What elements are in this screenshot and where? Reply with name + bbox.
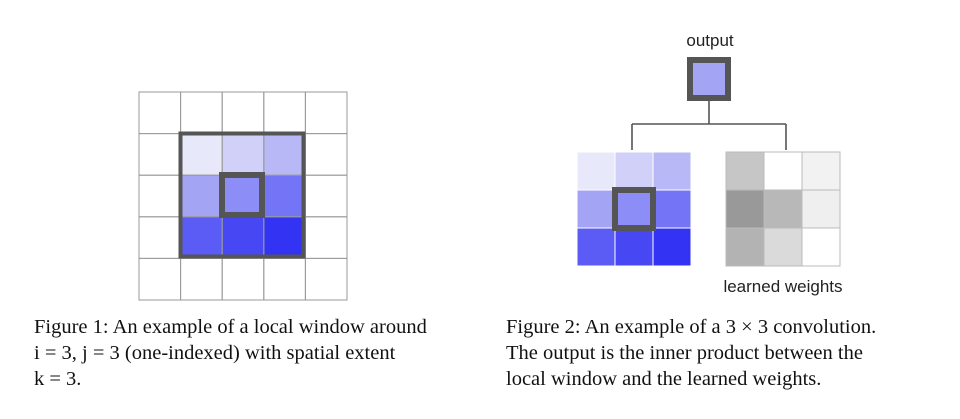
output-cell: [687, 57, 731, 101]
figure-1-caption-line: k = 3.: [34, 368, 82, 390]
grid-cell: [138, 216, 182, 259]
window-cell: [222, 133, 264, 176]
figure-2-diagram: output learned weights: [576, 31, 843, 296]
center-cell-highlight: [219, 172, 265, 218]
window-cell: [222, 216, 264, 259]
window-cell: [180, 175, 223, 217]
window-cell: [614, 189, 654, 229]
figure-2-caption-line: local window and the learned weights.: [506, 368, 822, 390]
grid-cell: [138, 257, 182, 301]
window-cell: [652, 227, 692, 267]
weight-cell: [763, 189, 803, 229]
learned-weights-grid: [725, 151, 841, 267]
grid-cell: [263, 257, 306, 301]
window-cell: [263, 175, 306, 217]
grid-cell: [263, 91, 306, 135]
output-label: output: [686, 31, 734, 50]
window-cell: [180, 216, 223, 259]
window-cell: [652, 151, 692, 191]
grid-cell: [138, 91, 182, 135]
grid-cell: [304, 216, 348, 259]
window-cell: [576, 189, 616, 229]
window-cell: [263, 216, 306, 259]
window-cell: [576, 227, 616, 267]
window-cell: [614, 227, 654, 267]
window-cell: [614, 151, 654, 191]
window-center-highlight: [612, 187, 656, 231]
learned-weights-label: learned weights: [723, 277, 842, 296]
grid-cell: [304, 257, 348, 301]
figure-1-grid: [138, 91, 348, 301]
grid-cell: [304, 91, 348, 135]
weight-cell: [801, 151, 841, 191]
figure-2-caption-line: Figure 2: An example of a 3 × 3 convolut…: [506, 316, 877, 338]
grid-cell: [138, 174, 182, 218]
grid-cell: [180, 257, 223, 301]
window-cell: [263, 133, 306, 176]
weight-cell: [801, 227, 841, 267]
weight-cell: [763, 151, 803, 191]
figure-1-caption: Figure 1: An example of a local window a…: [34, 314, 427, 392]
figure-2-caption: Figure 2: An example of a 3 × 3 convolut…: [506, 314, 876, 392]
tree-connector: [631, 98, 787, 150]
window-cell: [222, 175, 264, 217]
weight-cell: [801, 189, 841, 229]
figure-1-caption-line: Figure 1: An example of a local window a…: [34, 316, 427, 338]
weight-cell: [725, 151, 765, 191]
weight-cell: [725, 227, 765, 267]
grid-cell: [221, 91, 265, 135]
window-cell: [180, 133, 223, 176]
local-window-border: [178, 131, 306, 259]
grid-cell: [221, 257, 265, 301]
grid-cell: [138, 133, 182, 176]
grid-cell: [304, 174, 348, 218]
window-cell: [652, 189, 692, 229]
local-window-grid: [576, 151, 692, 267]
figure-2-caption-line: The output is the inner product between …: [506, 342, 863, 364]
grid-cell: [180, 91, 223, 135]
figure-1-caption-line: i = 3, j = 3 (one-indexed) with spatial …: [34, 342, 396, 364]
grid-cell: [304, 133, 348, 176]
window-cell: [576, 151, 616, 191]
weight-cell: [725, 189, 765, 229]
local-window-cells: [180, 133, 306, 259]
weight-cell: [763, 227, 803, 267]
